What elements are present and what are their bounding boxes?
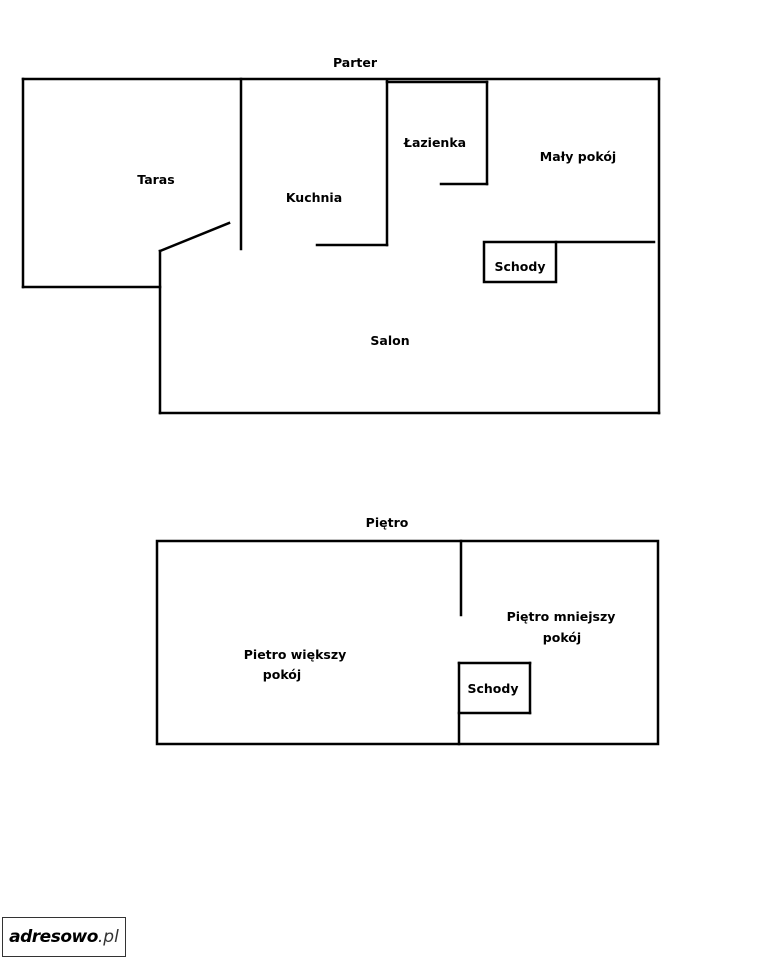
upper-floor: Piętro Pietro większy pokój Piętro mniej…: [155, 515, 660, 746]
room-label-wiekszy-line2: pokój: [263, 667, 301, 682]
room-label-schody-upper: Schody: [468, 681, 519, 696]
room-label-schody-ground: Schody: [495, 259, 546, 274]
upper-floor-title: Piętro: [366, 515, 409, 530]
room-label-wiekszy-line1: Pietro większy: [244, 647, 347, 662]
room-label-salon: Salon: [370, 333, 409, 348]
adresowo-logo: adresowo.pl: [2, 917, 126, 957]
taras-diagonal-wall: [158, 221, 231, 253]
room-label-mniejszy-line1: Piętro mniejszy: [507, 609, 616, 624]
logo-suffix: .pl: [97, 927, 119, 947]
room-label-mniejszy-line2: pokój: [543, 630, 581, 645]
ground-floor: Parter Taras Kuchnia Łazienka Mały pokój…: [21, 55, 661, 415]
room-label-lazienka: Łazienka: [403, 135, 466, 150]
stairs-box-ground: [482, 240, 558, 284]
room-label-maly-pokoj: Mały pokój: [540, 149, 616, 164]
ground-floor-title: Parter: [333, 55, 378, 70]
upper-floor-outline: [155, 539, 660, 746]
room-label-kuchnia: Kuchnia: [286, 190, 342, 205]
room-label-taras: Taras: [137, 172, 174, 187]
logo-brand: adresowo: [9, 927, 98, 947]
